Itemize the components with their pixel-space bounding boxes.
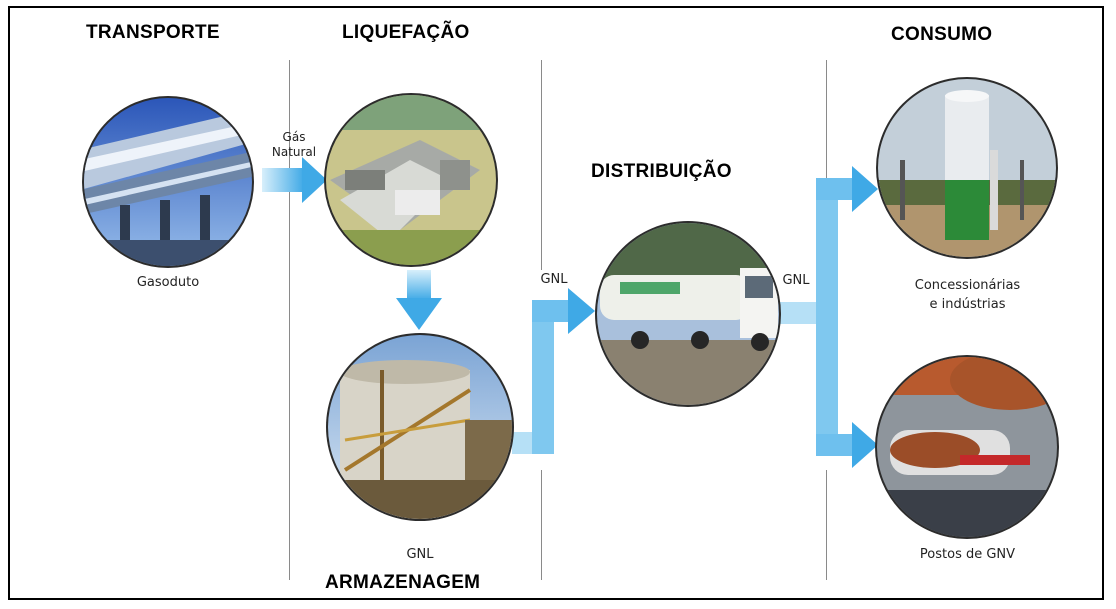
divider-liquefacao-distribuicao-top (541, 60, 542, 270)
heading-distribuicao: DISTRIBUIÇÃO (591, 161, 732, 182)
label-postos-gnv: Postos de GNV (919, 547, 1016, 562)
label-gas-natural-line2: Natural (271, 145, 317, 159)
heading-transporte: TRANSPORTE (86, 22, 220, 43)
tanker-truck-photo (595, 221, 781, 407)
label-gnl-to-truck: GNL (540, 272, 568, 287)
label-gnl-storage: GNL (406, 547, 434, 562)
divider-transporte-liquefacao (289, 60, 290, 580)
label-gasoduto: Gasoduto (136, 275, 200, 290)
label-concessionarias: Concessionárias e indústrias (895, 276, 1040, 314)
heading-armazenagem: ARMAZENAGEM (325, 572, 481, 593)
heading-consumo: CONSUMO (891, 24, 993, 45)
arrow-storage-to-truck (512, 288, 595, 454)
industrial-tank-photo (876, 77, 1058, 259)
arrow-down-storage (396, 270, 442, 330)
fuel-nozzle-photo (875, 355, 1059, 539)
label-gnl-from-truck: GNL (782, 273, 810, 288)
arrow-truck-to-consumers (780, 166, 878, 468)
label-concessionarias-line2: e indústrias (929, 297, 1006, 312)
liquefaction-plant-photo (324, 93, 498, 267)
arrow-gas-natural (262, 157, 327, 203)
label-concessionarias-line1: Concessionárias (914, 278, 1021, 293)
label-gas-natural: Gás Natural (264, 130, 324, 160)
divider-liquefacao-distribuicao-bottom (541, 470, 542, 580)
divider-distribuicao-consumo-top (826, 60, 827, 270)
divider-distribuicao-consumo-bottom (826, 470, 827, 580)
storage-tank-photo (326, 333, 514, 521)
label-gas-natural-line1: Gás (282, 130, 306, 144)
heading-liquefacao: LIQUEFAÇÃO (342, 22, 470, 43)
pipeline-photo (82, 96, 254, 268)
